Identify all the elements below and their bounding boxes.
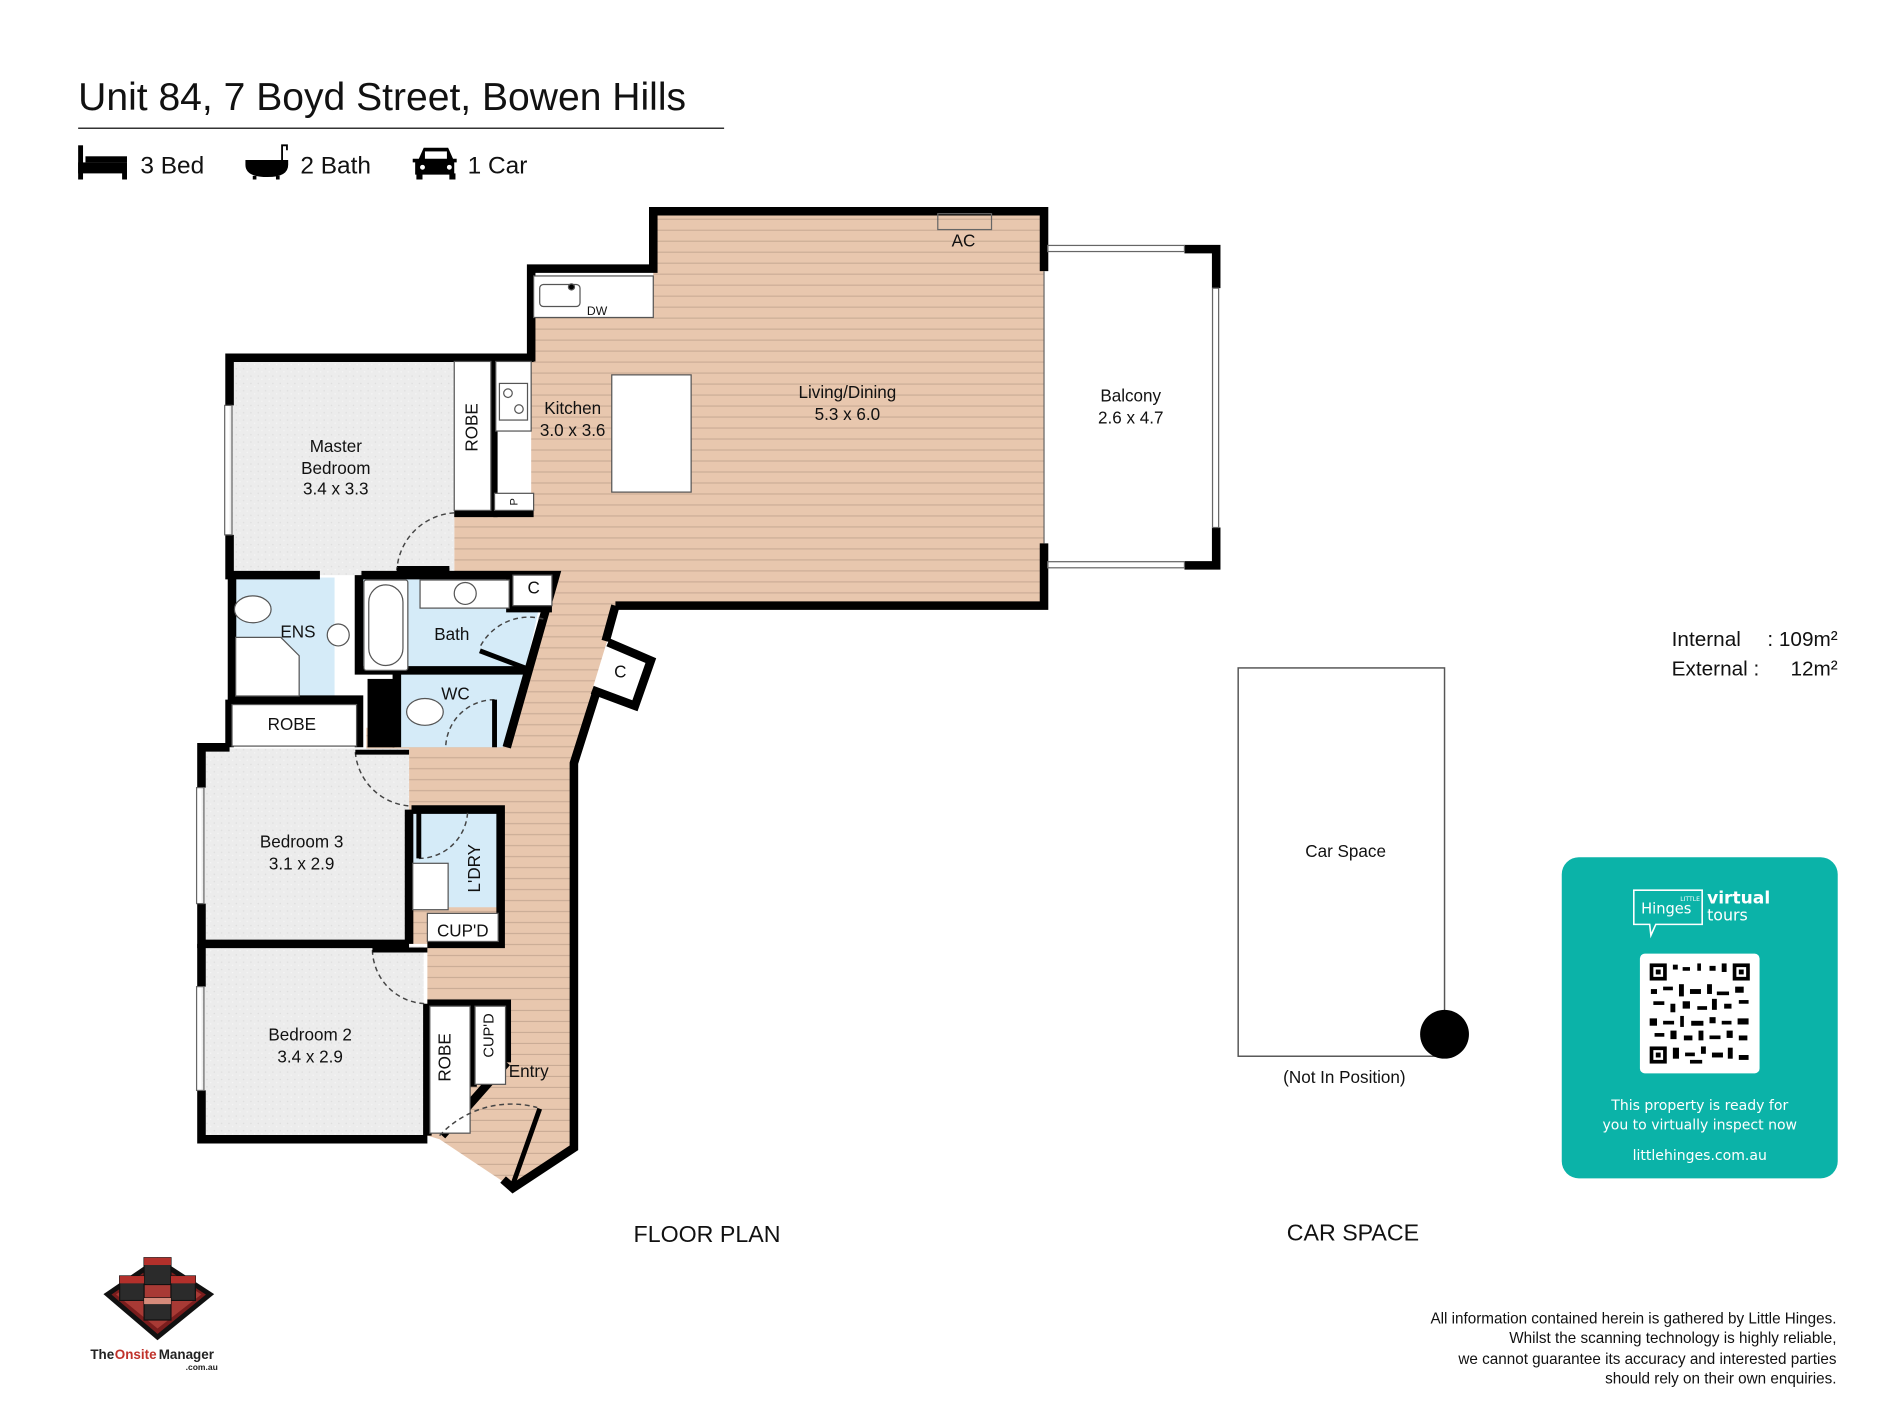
- laundry-tub: [412, 862, 449, 911]
- master-robe-label: ROBE: [462, 403, 481, 451]
- svg-text:Whilst the scanning technology: Whilst the scanning technology is highly…: [1509, 1330, 1836, 1347]
- car-icon: [412, 147, 457, 180]
- pantry-label: P: [509, 498, 521, 505]
- timber-floor: [366, 211, 1045, 1189]
- bed-count: 3 Bed: [140, 152, 204, 179]
- car-space-heading: CAR SPACE: [1287, 1220, 1419, 1246]
- wc-toilet-icon: [406, 697, 444, 726]
- promo-line-2: you to virtually inspect now: [1602, 1117, 1797, 1133]
- fixtures: [231, 275, 692, 1134]
- kitchen-label: Kitchen: [544, 399, 601, 418]
- svg-text:The: The: [90, 1347, 114, 1362]
- entry-label: Entry: [509, 1062, 549, 1081]
- car-count: 1 Car: [468, 152, 528, 179]
- door-swings: [354, 512, 544, 1137]
- external-value: 12m²: [1790, 657, 1837, 680]
- car-space-outline: [1237, 667, 1446, 1057]
- door-leaves: [355, 567, 543, 1186]
- external-label: External :: [1672, 657, 1760, 680]
- pantry: [493, 492, 535, 512]
- header: Unit 84, 7 Boyd Street, Bowen Hills 3 Be…: [78, 76, 725, 180]
- bath-count: 2 Bath: [300, 152, 371, 179]
- svg-text:we cannot guarantee its accura: we cannot guarantee its accuracy and int…: [1457, 1351, 1836, 1368]
- entry-cupboard: [474, 1005, 507, 1085]
- qr-code-pattern: [1649, 963, 1750, 1064]
- living-label: Living/Dining: [799, 383, 897, 402]
- svg-text:Hinges: Hinges: [1641, 900, 1691, 917]
- balcony-label: Balcony: [1100, 387, 1161, 406]
- svg-text:Manager: Manager: [159, 1347, 215, 1362]
- bed-icon: [78, 145, 127, 180]
- bedroom3-dims: 3.1 x 2.9: [269, 854, 335, 873]
- floor-plan: Master Bedroom 3.4 x 3.3 Kitchen 3.0 x 3…: [195, 206, 1221, 1194]
- master-bedroom-label: Master: [310, 437, 363, 456]
- svg-text:Onsite: Onsite: [115, 1347, 157, 1362]
- promo-line-1: This property is ready for: [1610, 1098, 1788, 1114]
- ensuite-robe: [231, 703, 358, 747]
- shower-icon: [235, 636, 300, 697]
- car-space-label: Car Space: [1305, 842, 1386, 861]
- little-hinges-logo: LITTLE Hinges virtual tours: [1633, 889, 1770, 939]
- bath-label: Bath: [434, 625, 469, 644]
- bedroom3-label: Bedroom 3: [260, 832, 344, 851]
- bath-icon: [245, 144, 289, 180]
- bathtub-inner: [368, 584, 404, 667]
- ens-basin-icon: [326, 623, 350, 647]
- living-dims: 5.3 x 6.0: [815, 405, 881, 424]
- bedroom2-label: Bedroom 2: [268, 1025, 352, 1044]
- ensuite-label: ENS: [280, 622, 315, 641]
- svg-text:LITTLE: LITTLE: [1680, 896, 1700, 903]
- svg-text:tours: tours: [1707, 906, 1748, 925]
- master-bedroom-floor: [229, 357, 455, 576]
- bedroom2-floor: [201, 946, 424, 1136]
- laundry-label: L'DRY: [465, 843, 484, 892]
- internal-label: Internal: [1672, 628, 1741, 651]
- entry-cupboard-label: CUP'D: [481, 1013, 497, 1057]
- master-bedroom-dims: 3.4 x 3.3: [303, 480, 369, 499]
- ensuite-robe-label: ROBE: [268, 715, 316, 734]
- closet-c2-label: C: [614, 663, 626, 682]
- ac-label: AC: [952, 232, 976, 251]
- cooktop-icon: [498, 382, 529, 421]
- ens-toilet-icon: [233, 595, 272, 624]
- onsite-manager-logo: The Onsite Manager .com.au: [90, 1257, 218, 1372]
- floor-plan-heading: FLOOR PLAN: [634, 1221, 781, 1247]
- car-space: Car Space (Not In Position): [1237, 667, 1469, 1087]
- windows: [195, 213, 1220, 1092]
- area-summary: Internal : 109m² External : 12m²: [1672, 628, 1838, 680]
- bed2-robe-label: ROBE: [436, 1033, 455, 1081]
- promo-url-link[interactable]: littlehinges.com.au: [1633, 1148, 1767, 1164]
- laundry-cupboard: [426, 912, 499, 943]
- virtual-tour-card[interactable]: LITTLE Hinges virtual tours This propert…: [1561, 857, 1838, 1179]
- disclaimer: All information contained herein is gath…: [1430, 1311, 1836, 1388]
- car-space-note: (Not In Position): [1283, 1068, 1405, 1087]
- svg-text:should rely on their own enqui: should rely on their own enquiries.: [1605, 1370, 1836, 1387]
- dishwasher-label: DW: [587, 304, 608, 318]
- ac-unit: [937, 213, 993, 231]
- closet-c1-label: C: [527, 578, 539, 597]
- kitchen-dims: 3.0 x 3.6: [540, 421, 606, 440]
- property-title: Unit 84, 7 Boyd Street, Bowen Hills: [78, 76, 686, 119]
- balcony-dims: 2.6 x 4.7: [1098, 409, 1164, 428]
- svg-text:.com.au: .com.au: [186, 1362, 218, 1372]
- wc-label: WC: [441, 685, 469, 704]
- bedroom2-dims: 3.4 x 2.9: [277, 1047, 343, 1066]
- master-bedroom-label-2: Bedroom: [301, 459, 370, 478]
- svg-text:All information contained here: All information contained herein is gath…: [1430, 1311, 1836, 1328]
- qr-code[interactable]: [1639, 953, 1760, 1074]
- laundry-cupboard-label: CUP'D: [437, 922, 489, 941]
- svg-text:virtual: virtual: [1707, 889, 1770, 909]
- kitchen-island: [611, 374, 692, 493]
- bed2-robe: [429, 1005, 471, 1134]
- bedroom3-floor: [201, 748, 410, 941]
- basin-icon: [453, 581, 477, 606]
- closet-c1: [512, 574, 553, 607]
- master-robe: [453, 360, 492, 512]
- column-marker: [1420, 1009, 1469, 1059]
- internal-value: : 109m²: [1767, 628, 1837, 651]
